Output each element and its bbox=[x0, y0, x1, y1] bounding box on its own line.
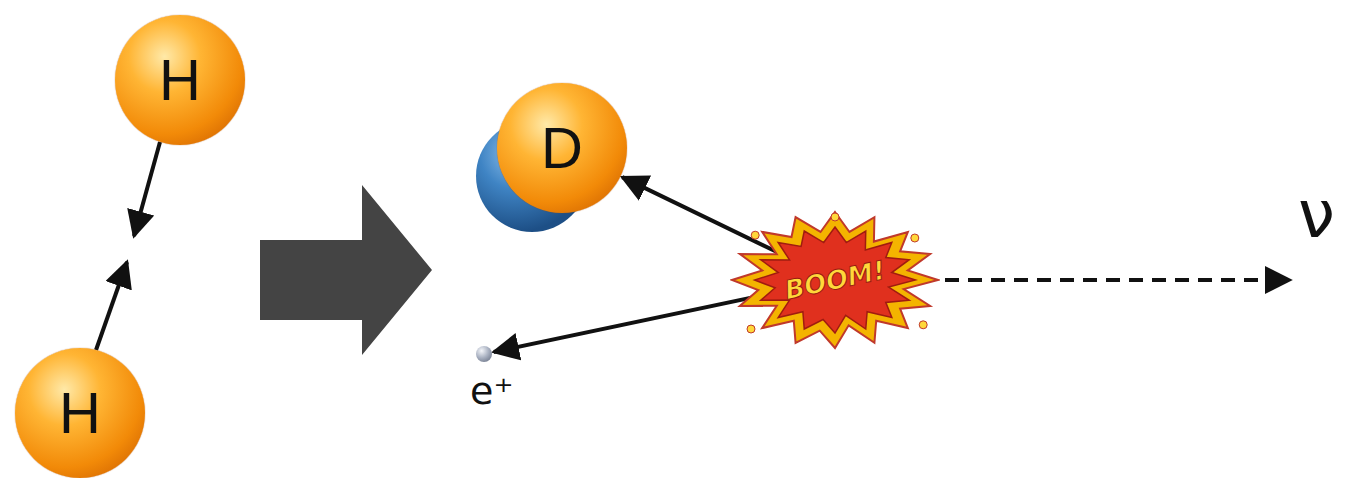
emission-arrow bbox=[494, 292, 779, 352]
explosion-burst: BOOM! bbox=[730, 210, 940, 350]
positron-dot: e⁺ bbox=[476, 346, 492, 362]
attraction-arrow bbox=[96, 262, 127, 350]
burst-outer bbox=[732, 212, 938, 348]
hydrogen-sphere: H bbox=[115, 15, 245, 145]
deuterium-sphere: D bbox=[497, 83, 627, 213]
emission-arrow bbox=[622, 177, 788, 257]
atom-symbol: D bbox=[541, 119, 583, 177]
hydrogen-sphere: H bbox=[15, 348, 145, 478]
reaction-arrow bbox=[260, 185, 432, 355]
particle-label: ν bbox=[1298, 182, 1335, 248]
atom-symbol: H bbox=[59, 384, 101, 442]
spark bbox=[751, 231, 759, 239]
spark bbox=[919, 321, 927, 329]
attraction-arrow bbox=[134, 142, 160, 236]
spark bbox=[831, 213, 839, 221]
neutrino-path bbox=[945, 278, 1290, 282]
particle-label: e⁺ bbox=[470, 372, 513, 410]
spark bbox=[747, 325, 755, 333]
burst-inner bbox=[755, 227, 916, 333]
atom-symbol: H bbox=[159, 51, 201, 109]
spark bbox=[911, 234, 919, 242]
